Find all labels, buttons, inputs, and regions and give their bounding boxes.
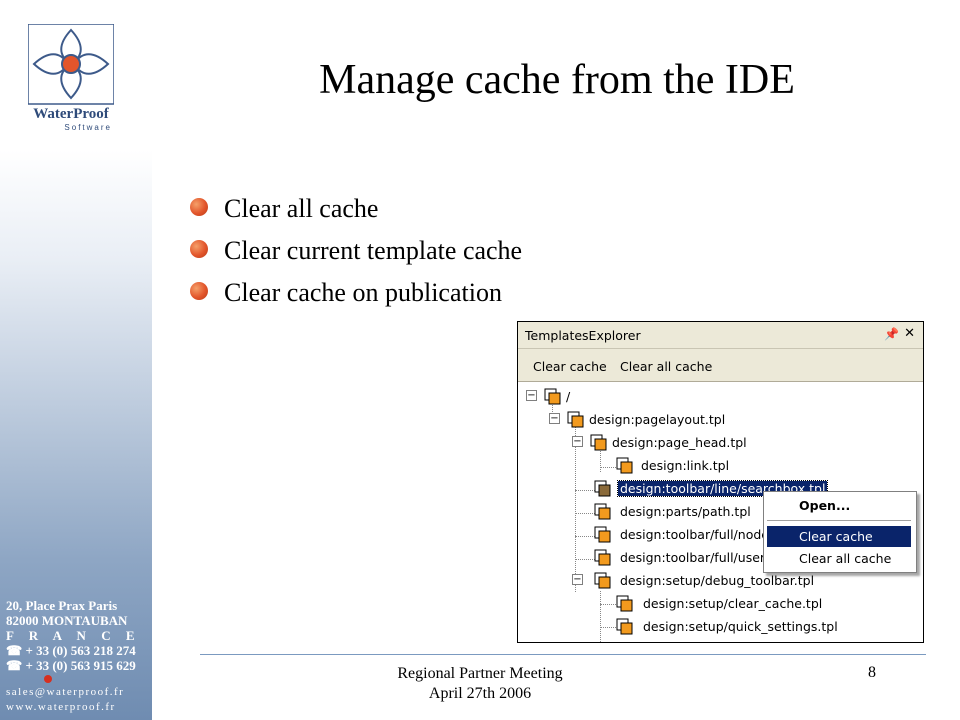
red-dot-icon bbox=[44, 675, 52, 683]
contact-fax: ☎ + 33 (0) 563 915 629 bbox=[6, 658, 136, 673]
bullet-dot-icon bbox=[190, 282, 208, 300]
close-icon[interactable]: ✕ bbox=[904, 326, 915, 341]
contact-phone: ☎ + 33 (0) 563 218 274 bbox=[6, 643, 136, 658]
template-file-icon bbox=[616, 457, 633, 474]
tree-node-label: design:page_head.tpl bbox=[612, 435, 747, 450]
tree-node-label: design:pagelayout.tpl bbox=[589, 412, 726, 427]
slide-title: Manage cache from the IDE bbox=[319, 57, 795, 103]
tree-connector bbox=[575, 513, 595, 514]
tree-node-label: design:setup/debug_toolbar.tpl bbox=[620, 573, 815, 588]
tree-node-label: design:setup/clear_cache.tpl bbox=[643, 596, 823, 611]
logo-brand-sub: Software bbox=[64, 123, 112, 132]
bullet-item: Clear current template cache bbox=[190, 236, 522, 278]
tree-node-label: design:parts/path.tpl bbox=[620, 504, 751, 519]
clear-all-cache-button[interactable]: Clear all cache bbox=[620, 359, 713, 374]
template-file-icon bbox=[594, 503, 611, 520]
footer-event: Regional Partner Meeting bbox=[397, 665, 563, 682]
logo-brand-name: WaterProof bbox=[33, 106, 110, 122]
bullet-dot-icon bbox=[190, 198, 208, 216]
bullet-text: Clear current template cache bbox=[224, 236, 523, 265]
template-file-icon bbox=[567, 411, 584, 428]
template-file-icon bbox=[616, 618, 633, 635]
collapse-icon[interactable]: − bbox=[572, 574, 583, 585]
bullet-text: Clear all cache bbox=[224, 194, 379, 223]
footer-divider bbox=[200, 654, 926, 655]
tree-connector bbox=[575, 536, 595, 537]
tree-connector bbox=[552, 396, 553, 416]
tree-connector bbox=[575, 419, 576, 592]
tree-node-label: design:link.tpl bbox=[641, 458, 730, 473]
context-open-item[interactable]: Open... bbox=[799, 498, 851, 513]
template-file-icon bbox=[594, 549, 611, 566]
template-file-icon bbox=[594, 572, 611, 589]
tree-connector bbox=[600, 627, 620, 628]
collapse-icon[interactable]: − bbox=[549, 413, 560, 424]
sidebar-band: WaterProof Software 20, Place Prax Paris… bbox=[0, 0, 152, 720]
panel-title-bar: TemplatesExplorer 📌 ✕ bbox=[518, 322, 923, 349]
tree-node-label: design:toolbar/full/node_ bbox=[620, 527, 776, 542]
tree-connector bbox=[600, 604, 620, 605]
template-file-icon bbox=[594, 480, 611, 497]
contact-address: 20, Place Prax Paris bbox=[6, 598, 118, 613]
contact-block: 20, Place Prax Paris 82000 MONTAUBAN F R… bbox=[6, 598, 148, 715]
panel-title: TemplatesExplorer bbox=[525, 328, 641, 343]
tree-node-label: design:toolbar/full/users. bbox=[620, 550, 776, 565]
tree-connector bbox=[600, 467, 620, 468]
bullet-dot-icon bbox=[190, 240, 208, 258]
bullet-item: Clear all cache bbox=[190, 194, 522, 236]
page-number: 8 bbox=[868, 664, 876, 681]
context-menu: Open... Clear cache Clear all cache bbox=[763, 491, 917, 573]
contact-web: www.waterproof.fr bbox=[6, 701, 116, 713]
waterproof-logo: WaterProof Software bbox=[28, 24, 114, 132]
bullet-text: Clear cache on publication bbox=[224, 278, 502, 307]
tree-node-label: design:setup/quick_settings.tpl bbox=[643, 619, 838, 634]
slide-footer: Regional Partner Meeting April 27th 2006 bbox=[360, 664, 600, 704]
menu-separator bbox=[767, 520, 911, 521]
tree-connector bbox=[575, 559, 595, 560]
tree-node-label: / bbox=[566, 389, 571, 404]
templates-explorer-panel: TemplatesExplorer 📌 ✕ Clear cache Clear … bbox=[517, 321, 924, 643]
collapse-icon[interactable]: − bbox=[572, 436, 583, 447]
template-tree: − / − design:pagelayout.tpl − design:pag… bbox=[518, 382, 923, 642]
panel-toolbar: Clear cache Clear all cache bbox=[518, 349, 923, 382]
template-file-icon bbox=[590, 434, 607, 451]
tree-connector bbox=[600, 591, 601, 642]
template-folder-icon bbox=[544, 388, 561, 405]
collapse-icon[interactable]: − bbox=[526, 390, 537, 401]
template-file-icon bbox=[594, 526, 611, 543]
contact-city: 82000 MONTAUBAN bbox=[6, 613, 128, 628]
template-file-icon bbox=[616, 595, 633, 612]
bullet-item: Clear cache on publication bbox=[190, 278, 522, 320]
clear-cache-button[interactable]: Clear cache bbox=[533, 359, 607, 374]
tree-connector bbox=[575, 490, 595, 491]
pin-icon[interactable]: 📌 bbox=[884, 327, 899, 341]
context-clear-all-cache-item[interactable]: Clear all cache bbox=[799, 551, 892, 566]
bullet-list: Clear all cache Clear current template c… bbox=[190, 194, 522, 320]
contact-country: F R A N C E bbox=[6, 628, 141, 643]
contact-email: sales@waterproof.fr bbox=[6, 686, 125, 698]
context-clear-cache-item[interactable]: Clear cache bbox=[767, 526, 911, 547]
footer-date: April 27th 2006 bbox=[428, 685, 532, 702]
tree-connector bbox=[600, 440, 601, 472]
